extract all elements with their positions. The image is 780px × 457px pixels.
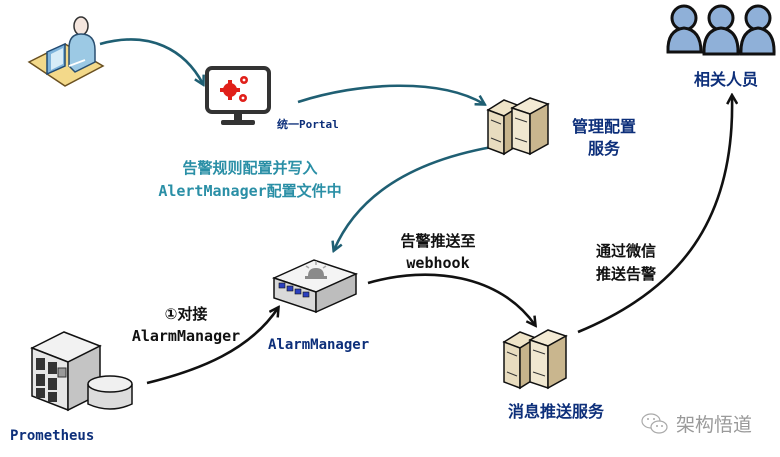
- edge-prom-to-alarm: [146, 308, 278, 385]
- edge-label-push-to-people: 通过微信 推送告警: [596, 240, 656, 286]
- config-service-label: 管理配置 服务: [572, 116, 636, 160]
- edge-label-alarm-to-push: 告警推送至 webhook: [390, 230, 486, 274]
- edge-portal-to-config: [297, 84, 484, 104]
- push-service-label: 消息推送服务: [508, 398, 604, 422]
- edge-label-push-to-people-line1: 通过微信: [596, 242, 657, 260]
- edge-label-prom-to-alarm: ①对接 AlarmManager: [124, 303, 248, 347]
- user-group-icon: [665, 2, 777, 58]
- edge-label-prom-to-alarm-line1: ①对接: [164, 305, 208, 323]
- edge-label-config-to-alarm-line1: 告警规则配置并写入: [182, 159, 318, 177]
- admin-at-desk-icon: [25, 14, 105, 88]
- prometheus-label-text: Prometheus: [10, 428, 95, 444]
- alarm-device-icon: [270, 256, 360, 314]
- edge-user-to-portal: [99, 38, 203, 84]
- edge-config-to-alarm: [334, 145, 493, 250]
- edge-label-config-to-alarm-line2: AlertManager配置文件中: [158, 182, 342, 200]
- server-pair-icon: [484, 88, 560, 158]
- edge-label-alarm-to-push-line1: 告警推送至: [400, 232, 476, 250]
- edge-label-alarm-to-push-line2: webhook: [406, 254, 470, 272]
- watermark: 架构悟道: [640, 410, 752, 437]
- watermark-text: 架构悟道: [676, 414, 753, 436]
- edge-alarm-to-push: [367, 273, 535, 325]
- alarmmanager-label-text: AlarmManager: [268, 337, 370, 353]
- monitor-gears-icon: [205, 66, 271, 128]
- people-label: 相关人员: [694, 66, 758, 90]
- portal-label: 统一Portal: [277, 116, 339, 132]
- config-service-label-line1: 管理配置: [572, 117, 637, 136]
- prometheus-label: Prometheus: [10, 428, 94, 444]
- push-service-label-text: 消息推送服务: [508, 402, 605, 421]
- config-service-label-line2: 服务: [588, 139, 621, 158]
- edge-label-push-to-people-line2: 推送告警: [596, 265, 657, 283]
- alarmmanager-label: AlarmManager: [268, 337, 369, 353]
- server-database-icon: [28, 326, 138, 414]
- portal-label-text: 统一Portal: [277, 118, 339, 131]
- edge-label-prom-to-alarm-line2: AlarmManager: [131, 327, 241, 345]
- people-label-text: 相关人员: [694, 70, 759, 89]
- wechat-icon: [641, 412, 668, 434]
- server-pair-icon: [500, 320, 580, 392]
- edge-label-config-to-alarm: 告警规则配置并写入 AlertManager配置文件中: [135, 157, 365, 203]
- edge-push-to-people: [577, 96, 732, 334]
